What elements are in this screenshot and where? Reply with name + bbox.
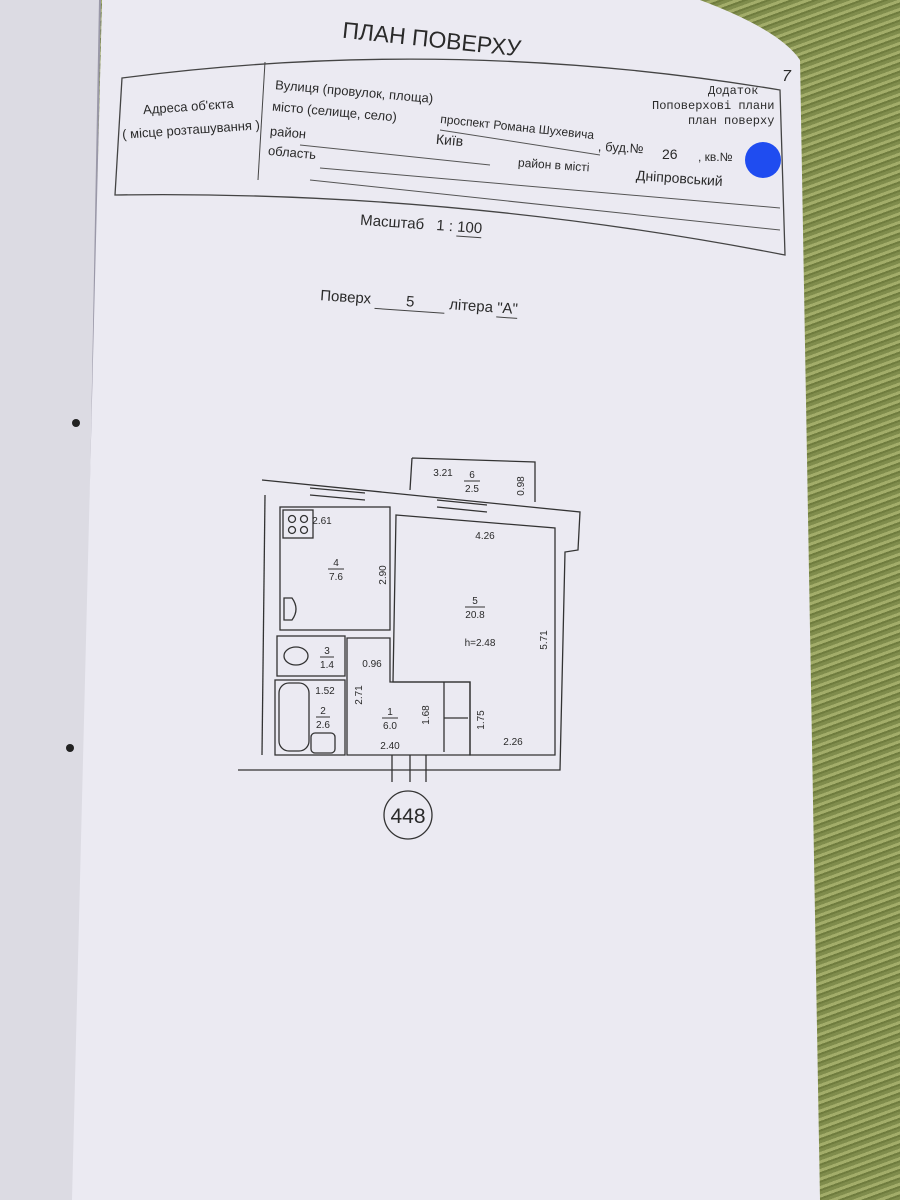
outer-wall	[238, 479, 581, 771]
room-3-area: 1.4	[320, 660, 334, 671]
underline	[309, 179, 781, 231]
room-6-number: 6	[469, 470, 475, 481]
underline	[319, 167, 781, 209]
room-3-number: 3	[324, 646, 330, 657]
dim-room-length: 5.71	[539, 630, 550, 650]
table-divider	[257, 61, 266, 181]
dim-room-width: 4.26	[475, 531, 495, 542]
dim-corridor-width-top: 0.96	[362, 659, 382, 670]
building-value: 26	[662, 146, 678, 162]
room-1-area: 6.0	[383, 721, 397, 732]
room-4-number: 4	[333, 558, 339, 569]
room-2-number: 2	[320, 706, 326, 717]
redaction-blot	[745, 142, 781, 178]
apartment-label: , кв.№	[698, 150, 733, 164]
room-2-area: 2.6	[316, 720, 330, 731]
dim-bath-width: 1.52	[315, 686, 335, 697]
left-page	[0, 0, 100, 1200]
appendix-line-3: план поверху	[688, 114, 775, 128]
kitchen-sink-icon	[283, 597, 297, 621]
room-4-kitchen	[279, 506, 391, 631]
dim-room-lower-length: 1.75	[476, 710, 487, 730]
dim-kitchen-length: 2.90	[378, 565, 389, 585]
page-number: 7	[782, 68, 791, 85]
dim-kitchen-width: 2.61	[312, 516, 332, 527]
toilet-icon	[283, 646, 309, 666]
binder-hole	[66, 744, 74, 752]
dim-closet: 1.68	[421, 705, 432, 725]
address-table	[114, 58, 786, 256]
room-3-toilet	[276, 635, 346, 677]
room-5	[392, 514, 556, 756]
washbasin-icon	[310, 732, 336, 754]
outer-wall	[261, 494, 266, 756]
bathtub-icon	[278, 682, 310, 752]
dim-room-lower-width: 2.26	[503, 737, 523, 748]
apartment-number-circle	[383, 790, 433, 840]
closet	[443, 682, 468, 752]
room-2-bath	[274, 679, 346, 756]
balcony	[409, 457, 536, 502]
room-1-number: 1	[387, 707, 393, 718]
apartment-number: 448	[390, 805, 425, 828]
dim-corridor-length: 2.71	[354, 685, 365, 705]
ceiling-height: h=2.48	[465, 638, 496, 649]
window	[309, 487, 488, 513]
binder-hole	[72, 419, 80, 427]
dim-balcony-length: 3.21	[433, 468, 453, 479]
stove-icon	[282, 509, 314, 539]
document-page	[72, 0, 820, 1200]
underline	[299, 144, 491, 166]
underline	[439, 129, 601, 156]
room-6-area: 2.5	[465, 484, 479, 495]
appendix-line-1: Додаток	[708, 84, 759, 98]
document-header: ПЛАН ПОВЕРХУ 7 Додаток Поповерхові плани…	[0, 0, 900, 360]
entrance-door	[391, 755, 427, 782]
room-1-corridor	[346, 637, 471, 756]
dim-corridor-width: 2.40	[380, 741, 400, 752]
room-5-area: 20.8	[465, 610, 485, 621]
appendix-line-2: Поповерхові плани	[652, 99, 775, 113]
dim-balcony-width: 0.98	[516, 476, 527, 496]
room-5-number: 5	[472, 596, 478, 607]
room-4-area: 7.6	[329, 572, 343, 583]
